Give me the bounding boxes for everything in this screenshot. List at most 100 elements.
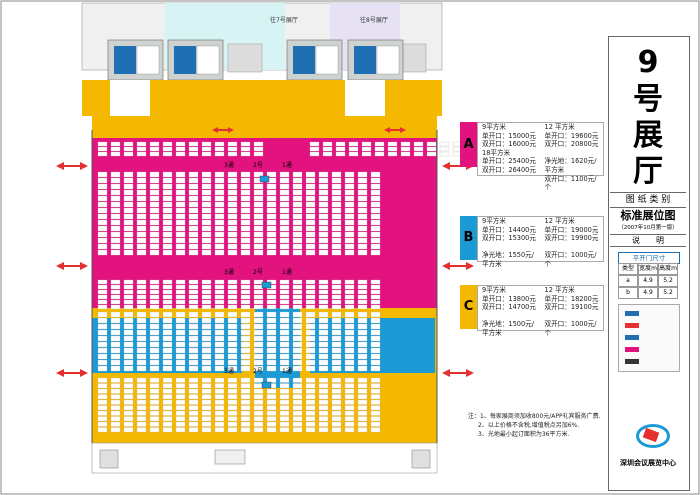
booth [149,141,160,147]
booth [110,377,121,383]
booth [201,279,212,285]
zone-tag-b: B [460,216,477,260]
booth [344,388,355,394]
booth [318,399,329,405]
booth [318,189,329,196]
booth [149,146,160,152]
booth [253,304,264,310]
booth [279,388,290,394]
booth [227,237,238,244]
booth [318,311,329,318]
booth [318,329,329,336]
booth [136,359,147,366]
booth [305,213,316,220]
booth [123,377,134,383]
booth [188,219,199,226]
booth [214,416,225,422]
booth [370,249,381,256]
booth [240,183,251,190]
booth [331,405,342,411]
booth [292,225,303,232]
booth [123,195,134,202]
booth [214,383,225,389]
booth [344,201,355,208]
booth [292,329,303,336]
booth [227,347,238,354]
booth [214,146,225,152]
booth [136,311,147,318]
booth [149,249,160,256]
booth [292,284,303,290]
booth [149,189,160,196]
booth [201,237,212,244]
booth [292,335,303,342]
booth [266,377,277,383]
booth [292,207,303,214]
booth [214,195,225,202]
booth [331,304,342,310]
booth [240,421,251,427]
booth [227,299,238,305]
booth [97,213,108,220]
booth [370,213,381,220]
booth [344,189,355,196]
booth [292,231,303,238]
restroom-icon [293,46,315,74]
booth [110,243,121,250]
zone-tag-a: A [460,122,477,167]
booth [227,410,238,416]
door-table-cell: 4.9 [638,275,658,287]
booth [253,151,264,157]
booth [227,421,238,427]
booth [110,421,121,427]
booth [344,311,355,318]
booth [348,151,359,157]
booth [292,237,303,244]
booth [357,365,368,372]
booth [344,299,355,305]
zone-tag-c: C [460,285,477,329]
booth [149,421,160,427]
booth [318,289,329,295]
booth [266,359,277,366]
booth [123,317,134,324]
booth [123,289,134,295]
booth [318,294,329,300]
booth [370,195,381,202]
booth [201,171,212,178]
booth [331,177,342,184]
booth [331,171,342,178]
booth [136,249,147,256]
booth [136,171,147,178]
door-table-cell: 宽度m [638,263,658,275]
booth [292,416,303,422]
booth [279,171,290,178]
booth [123,405,134,411]
double-arrow-icon [442,262,474,270]
booth [149,394,160,400]
booth [110,189,121,196]
hall-number: 9 [637,45,659,80]
booth [175,177,186,184]
booth [279,359,290,366]
booth [344,231,355,238]
booth [331,421,342,427]
price-line [545,312,604,321]
booth [110,335,121,342]
booth [253,399,264,405]
booth [253,219,264,226]
booth [370,341,381,348]
booth [97,219,108,226]
booth [305,335,316,342]
booth [292,394,303,400]
booth [357,213,368,220]
booth [136,225,147,232]
booth [357,323,368,330]
booth [97,279,108,285]
booth [136,427,147,433]
booth [188,225,199,232]
booth [110,365,121,372]
price-col-right: 12 平方米单开口：18200元双开口：19100元 双开口：1000元/个 [541,286,604,338]
